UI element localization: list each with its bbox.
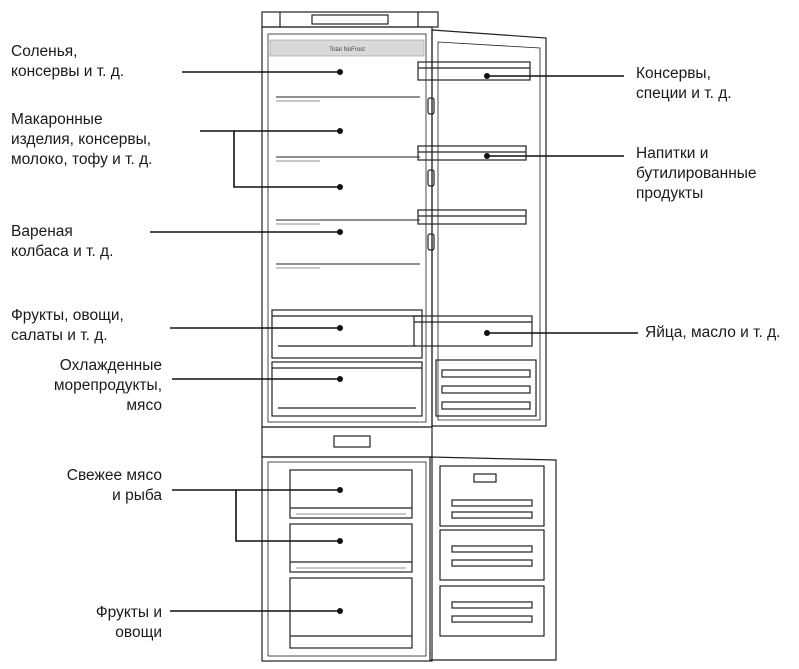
nofrost-strip <box>269 39 425 57</box>
crisper-drawer <box>271 309 423 359</box>
label-line: Яйца, масло и т. д. <box>645 324 781 341</box>
label-line: Консервы, <box>636 65 711 82</box>
label-line: Охлажденные <box>59 357 162 374</box>
door-shelf-lower <box>417 209 527 225</box>
label-line: колбаса и т. д. <box>11 243 114 260</box>
leader-dots <box>337 69 490 614</box>
fridge-door <box>413 29 547 427</box>
door-shelf-top <box>417 61 531 81</box>
leader-lines <box>150 71 638 612</box>
label-eggs-butter: Яйца, масло и т. д. <box>645 323 780 343</box>
label-line: Фрукты, овощи, <box>11 307 124 324</box>
label-canned-spices: Консервы, специи и т. д. <box>636 64 732 104</box>
label-line: Соленья, <box>11 43 78 60</box>
fridge-shelves <box>276 96 420 269</box>
freezer-drawer-1 <box>289 469 413 519</box>
label-line: консервы и т. д. <box>11 63 125 80</box>
door-shelf-middle <box>417 145 527 161</box>
label-drinks: Напитки и бутилированные продукты <box>636 144 757 204</box>
label-line: Напитки и <box>636 145 709 162</box>
freezer-cabinet <box>261 456 433 662</box>
label-line: мясо <box>126 397 162 414</box>
top-cover <box>261 11 439 28</box>
leader-pasta-bracket <box>200 130 340 188</box>
fridge-cabinet <box>261 26 433 428</box>
label-pickles: Соленья, консервы и т. д. <box>11 42 124 82</box>
label-line: продукты <box>636 185 704 202</box>
label-seafood: Охлажденные морепродукты, мясо <box>54 356 162 416</box>
chill-drawer <box>271 361 423 417</box>
label-line: салаты и т. д. <box>11 327 108 344</box>
label-line: морепродукты, <box>53 377 162 394</box>
middle-panel <box>261 426 433 458</box>
label-line: Свежее мясо <box>66 467 162 484</box>
label-fruits-veg: Фрукты и овощи <box>96 603 162 643</box>
label-fruits-salads: Фрукты, овощи, салаты и т. д. <box>11 306 124 346</box>
label-sausage: Вареная колбаса и т. д. <box>11 222 113 262</box>
leader-fresh-meat-bracket <box>172 489 340 542</box>
freezer-drawer-2 <box>289 523 413 573</box>
label-line: Вареная <box>11 223 73 240</box>
label-line: и рыба <box>112 487 162 504</box>
label-line: Фрукты и <box>95 604 162 621</box>
nofrost-text: Total NoFrost <box>329 47 365 53</box>
label-line: бутилированные <box>636 165 757 182</box>
label-line: изделия, консервы, <box>11 131 152 148</box>
freezer-drawer-3 <box>289 577 413 649</box>
label-line: Макаронные <box>11 111 103 128</box>
label-fresh-meat: Свежее мясо и рыба <box>67 466 162 506</box>
freezer-door <box>429 456 557 661</box>
label-line: специи и т. д. <box>636 85 732 102</box>
door-shelf-eggs <box>413 315 533 347</box>
label-line: овощи <box>115 624 162 641</box>
label-pasta: Макаронные изделия, консервы, молоко, то… <box>11 110 152 170</box>
label-line: молоко, тофу и т. д. <box>11 151 153 168</box>
